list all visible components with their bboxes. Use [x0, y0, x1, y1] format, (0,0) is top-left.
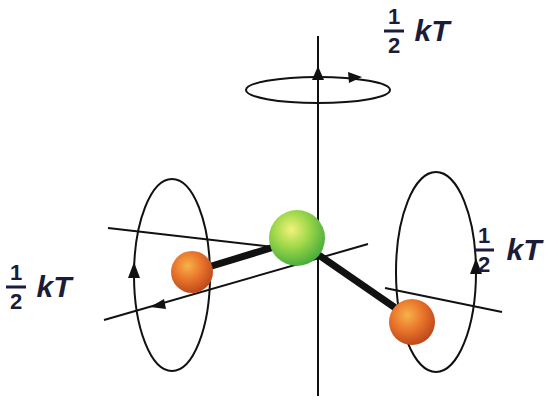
fraction-denominator: 2 [388, 35, 400, 57]
fraction-numerator: 1 [10, 262, 22, 284]
fraction-numerator: 1 [478, 225, 490, 247]
rotation-arrowhead [128, 262, 140, 278]
fraction-bar [6, 286, 26, 289]
energy-term: kT [414, 16, 449, 46]
outer-atom [389, 299, 435, 345]
energy-term: kT [506, 235, 541, 265]
rotation-arrowhead [348, 72, 362, 83]
energy-term: kT [36, 272, 71, 302]
fraction-numerator: 1 [388, 6, 400, 28]
central-atom [269, 210, 325, 266]
rotation-axis [317, 36, 319, 396]
fraction-denominator: 2 [10, 291, 22, 313]
outer-atom [171, 251, 213, 293]
fraction-bar [384, 30, 404, 33]
axis-arrowhead [150, 299, 166, 309]
fraction-denominator: 2 [478, 254, 490, 276]
rotation-ellipse [246, 77, 390, 103]
fraction-bar [474, 249, 494, 252]
